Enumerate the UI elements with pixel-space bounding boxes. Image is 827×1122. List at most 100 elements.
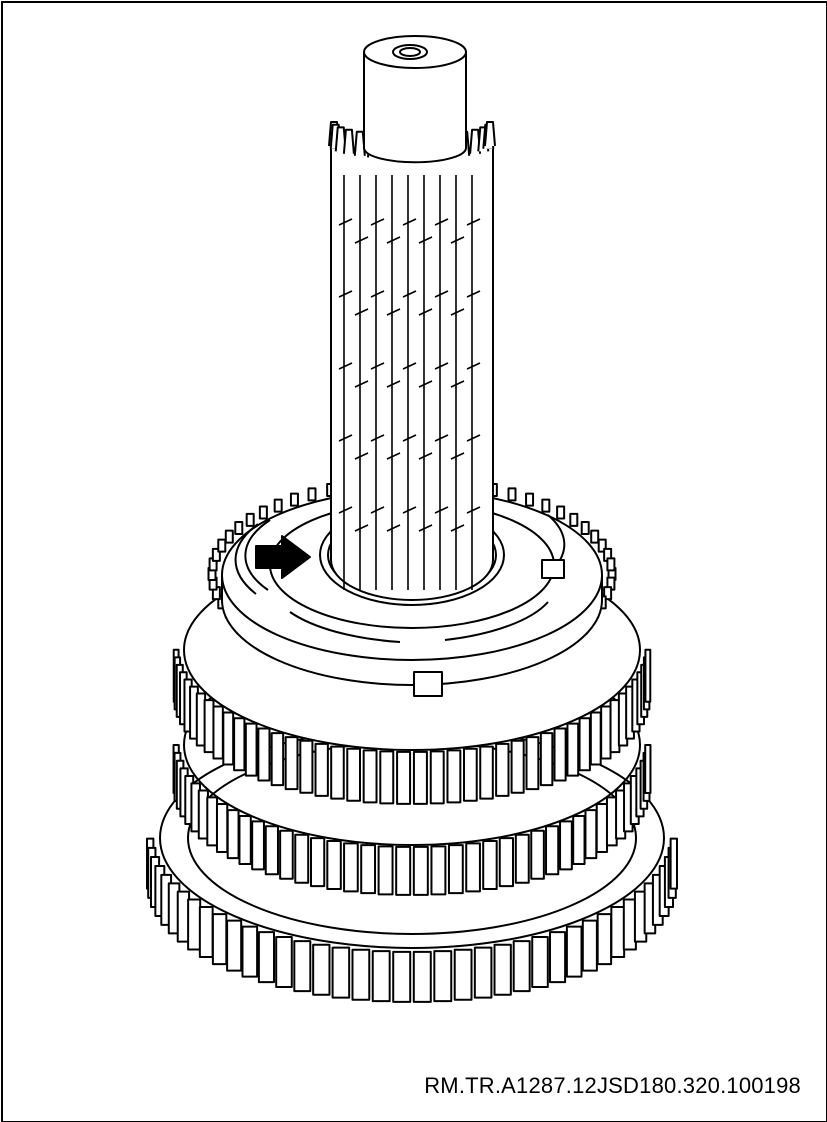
bottom-gear-tooth: [257, 931, 276, 984]
bottom-gear-tooth: [275, 935, 293, 988]
synchronizer-tooth: [224, 529, 234, 544]
middle-gear-tooth: [226, 809, 240, 860]
middle-gear-tooth: [514, 833, 530, 884]
middle-gear-tooth: [206, 796, 219, 847]
bottom-gear-tooth: [412, 950, 432, 1003]
spline-step: [354, 524, 369, 532]
bottom-gear-tooth: [531, 935, 549, 988]
spline-step: [450, 380, 465, 388]
upper-gear-tooth: [446, 749, 462, 804]
middle-gear-tooth: [482, 840, 498, 891]
spline-step: [354, 452, 369, 460]
shaft-body: [330, 147, 494, 601]
spline-step: [466, 434, 481, 442]
spline-step: [466, 506, 481, 514]
ring-key-right: [541, 559, 565, 579]
bottom-gear-tooth: [622, 898, 637, 951]
synchronizer-tooth: [580, 521, 590, 535]
middle-gear-tooth: [377, 845, 394, 896]
synchronizer-tooth: [569, 512, 579, 527]
spline-step: [466, 362, 481, 370]
upper-gear-tooth: [362, 749, 378, 804]
arrow-right-icon: [255, 535, 311, 579]
spline-step: [402, 290, 417, 298]
spline-step: [418, 380, 433, 388]
synchronizer-tooth: [245, 512, 255, 527]
spline-step: [466, 290, 481, 298]
middle-gear-tooth: [615, 789, 627, 840]
middle-gear-tooth: [215, 802, 229, 853]
upper-gear-tooth: [346, 747, 362, 802]
bottom-gear-tooth: [433, 950, 453, 1003]
middle-gear-tooth: [238, 814, 252, 865]
spline-step: [338, 434, 353, 442]
spline-step: [434, 218, 449, 226]
spline-step: [402, 218, 417, 226]
upper-gear-tooth: [284, 736, 299, 791]
spline-step: [386, 236, 401, 244]
ring-slot-bottom-left: [289, 611, 401, 643]
upper-gear-tooth: [566, 722, 580, 777]
spline-step: [434, 290, 449, 298]
middle-gear-tooth: [530, 829, 545, 880]
bottom-gear-tooth: [581, 919, 598, 972]
upper-gear-tooth: [203, 699, 215, 754]
upper-gear-tooth: [429, 750, 445, 805]
bottom-gear-tooth: [241, 925, 259, 978]
synchronizer-tooth: [289, 492, 299, 507]
spline-step: [466, 218, 481, 226]
spline-step: [354, 236, 369, 244]
synchronizer-tooth: [525, 492, 535, 507]
bottom-gear-tooth: [473, 946, 493, 999]
upper-gear-tooth: [617, 692, 629, 747]
spline-step: [370, 218, 385, 226]
spline-step: [402, 506, 417, 514]
bottom-gear-teeth: [146, 837, 678, 1003]
bottom-gear-tooth: [293, 940, 312, 993]
ring-slot-bottom-right: [444, 601, 549, 641]
spline-step: [338, 506, 353, 514]
spline-step: [450, 452, 465, 460]
spline-step: [386, 380, 401, 388]
upper-gear-tooth: [270, 732, 285, 787]
shaft-splines: [338, 175, 481, 590]
bottom-gear-tooth: [331, 946, 351, 999]
middle-gear-tooth: [465, 842, 481, 893]
bottom-gear-tooth: [548, 931, 567, 984]
spline-step: [354, 380, 369, 388]
synchronizer-tooth: [507, 487, 517, 502]
ring-key-front: [413, 671, 443, 697]
upper-gear-tooth: [244, 722, 258, 777]
middle-gear-tooth: [595, 802, 609, 853]
middle-gear-tooth: [343, 842, 359, 893]
upper-gear-tooth: [257, 727, 271, 782]
bottom-gear-tooth: [453, 948, 473, 1001]
upper-gear-tooth: [578, 717, 591, 772]
middle-gear-tooth: [498, 837, 514, 888]
upper-gear-tooth: [412, 750, 428, 805]
bottom-large-gear: [146, 727, 678, 1003]
upper-gear-tooth: [314, 742, 329, 797]
middle-gear-tooth: [360, 844, 377, 895]
spline-step: [450, 236, 465, 244]
middle-gear-tooth: [644, 743, 652, 794]
spline-step: [450, 524, 465, 532]
upper-gear-tooth: [212, 705, 224, 760]
upper-gear-tooth: [396, 750, 412, 805]
splined-shaft: [328, 35, 496, 601]
shaft-crown-tooth: [484, 121, 496, 147]
middle-gear-tooth: [559, 820, 573, 871]
bottom-gear-tooth: [226, 919, 243, 972]
synchronizer-tooth: [211, 547, 221, 562]
bottom-gear-tooth: [669, 837, 678, 890]
spline-step: [370, 290, 385, 298]
spline-step: [338, 218, 353, 226]
middle-gear-tooth: [545, 825, 560, 876]
upper-gear-tooth: [589, 711, 602, 766]
synchronizer-tooth: [597, 538, 607, 553]
bottom-gear-tooth: [371, 950, 391, 1003]
shaft-crown-tooth: [342, 128, 355, 154]
upper-gear-tooth: [233, 717, 246, 772]
spline-step: [338, 362, 353, 370]
middle-gear-tooth: [310, 837, 326, 888]
